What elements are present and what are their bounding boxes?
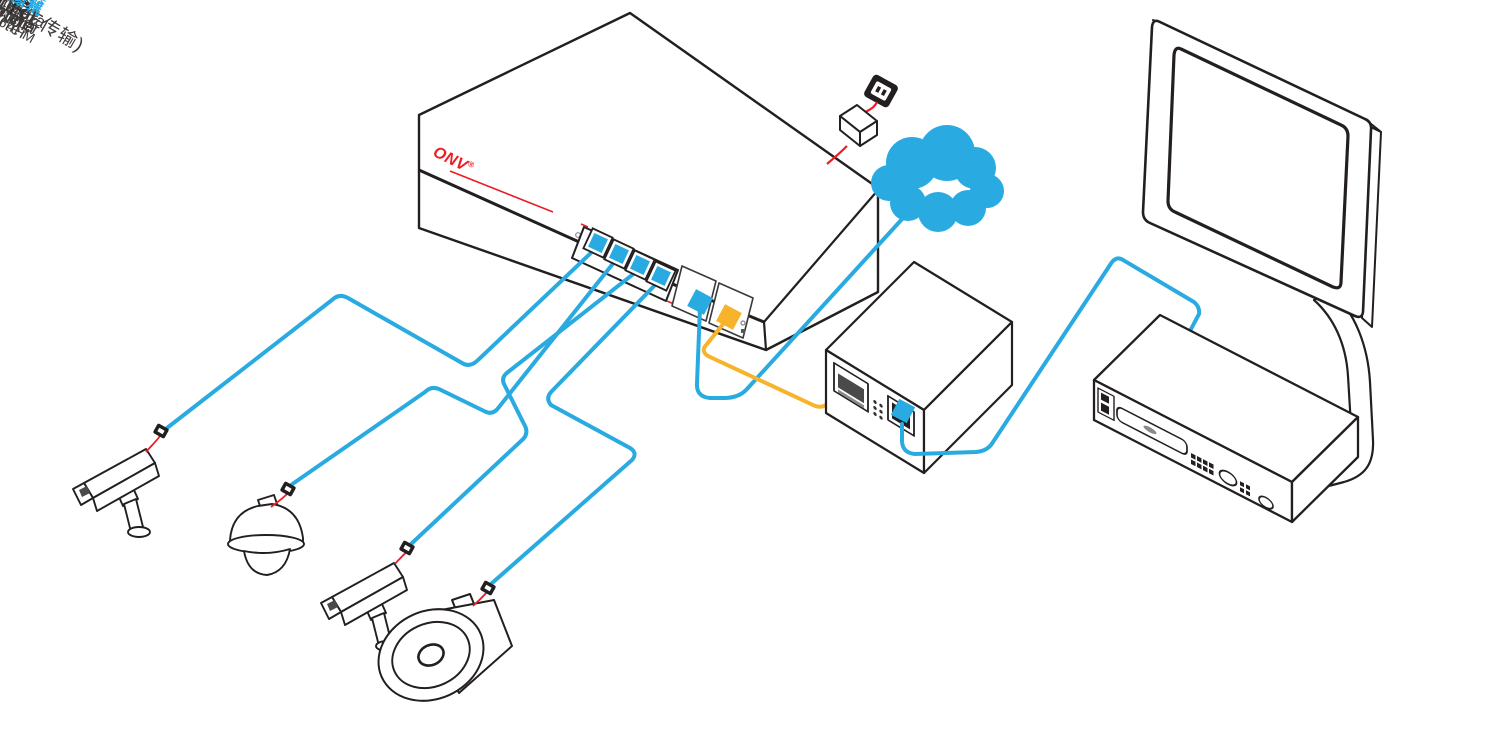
poe-ports: [582, 227, 677, 292]
power-cable-switch: [826, 145, 848, 165]
camera-2: [227, 494, 305, 576]
camera-1: [72, 448, 160, 538]
cable-camera-3: [408, 270, 638, 547]
uplink-rj45-plug: [687, 289, 713, 315]
cable-camera-2: [289, 259, 617, 487]
wall-outlet: [864, 74, 898, 108]
switch-device: [417, 11, 880, 352]
nvr-device: [1092, 313, 1360, 524]
pigtail-camera-4: [472, 591, 488, 607]
camera-4: [377, 593, 513, 702]
cable-converter-nvr: [900, 256, 1202, 457]
faceplate-red-stripe: [449, 170, 554, 213]
cable-camera-4: [489, 281, 659, 586]
converter-rj45-plug: [890, 398, 916, 424]
uplink-fiber-plug: [716, 304, 742, 330]
monitor-screen: [1166, 46, 1350, 290]
cable-fiber: [701, 316, 844, 409]
cable-camera-1: [165, 248, 596, 430]
ac-adapter-device: [839, 104, 878, 147]
cable-wan: [694, 216, 905, 400]
wan-cloud: [871, 125, 1004, 232]
monitor-device: [1141, 19, 1382, 328]
pigtail-camera-2: [270, 493, 288, 508]
pigtail-camera-1: [145, 435, 161, 453]
camera-1-connector: [152, 423, 170, 439]
